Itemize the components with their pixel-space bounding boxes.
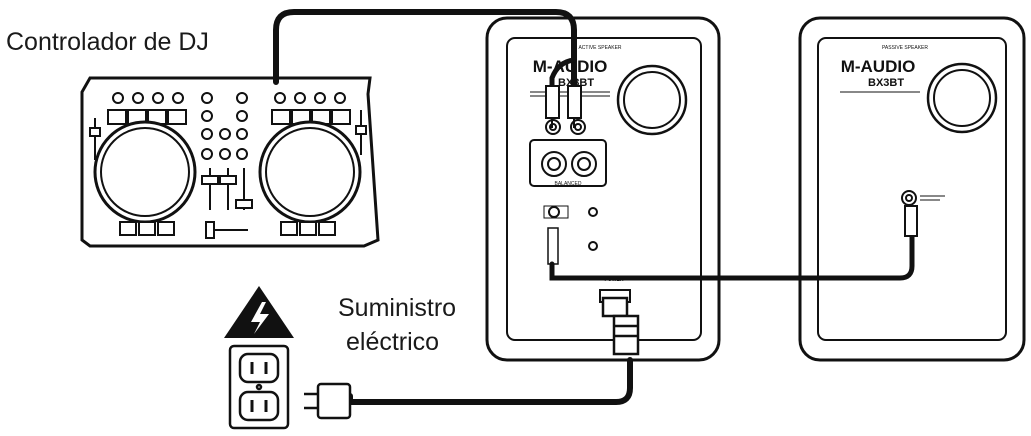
high-voltage-warning-icon xyxy=(224,286,294,338)
active-speaker-header: ACTIVE SPEAKER xyxy=(578,45,621,51)
cables xyxy=(273,9,915,405)
passive-speaker-port xyxy=(926,62,998,134)
jog-wheel-left xyxy=(93,120,197,224)
channel-faders xyxy=(201,168,253,210)
power-plug-icon xyxy=(304,382,352,420)
power-cable xyxy=(347,357,633,405)
knobs-left xyxy=(112,92,184,104)
passive-speaker-input-jack xyxy=(901,190,917,206)
dj-controller xyxy=(80,76,380,248)
speaker-jack-plug xyxy=(904,205,918,237)
balanced-inputs xyxy=(529,139,607,187)
passive-speaker-brand: M-AUDIO xyxy=(841,57,916,76)
rca-inputs xyxy=(545,119,586,135)
mixer-knobs xyxy=(201,92,248,160)
rca-plug-icon xyxy=(545,85,582,128)
speaker-cable xyxy=(549,213,915,281)
active-speaker-brand: M-AUDIO xyxy=(533,57,608,76)
power-connector xyxy=(601,296,640,356)
jog-wheel-right xyxy=(258,120,362,224)
speaker-controls xyxy=(543,205,598,251)
pads-right xyxy=(271,109,351,125)
dj-controller-label: Controlador de DJ xyxy=(6,28,209,56)
crossfader xyxy=(205,221,248,239)
active-speaker-port xyxy=(616,64,688,136)
transport-buttons-right xyxy=(280,221,336,236)
passive-speaker-header: PASSIVE SPEAKER xyxy=(882,45,928,51)
passive-speaker-model: BX3BT xyxy=(868,77,904,89)
speaker-output-line xyxy=(547,227,559,265)
passive-speaker: PASSIVE SPEAKER M-AUDIO BX3BT xyxy=(798,16,1026,362)
knobs-right xyxy=(274,92,346,104)
wall-outlet-icon xyxy=(228,344,290,430)
rca-cable xyxy=(273,9,577,91)
pitch-fader-left xyxy=(89,118,101,160)
transport-buttons-left xyxy=(119,221,175,236)
rca-cable-split xyxy=(549,57,577,91)
power-supply-label-line2: eléctrico xyxy=(346,328,440,356)
power-supply-label-line1: Suministro xyxy=(338,294,457,322)
balanced-label: BALANCED xyxy=(555,181,582,187)
pitch-fader-right xyxy=(355,110,367,155)
